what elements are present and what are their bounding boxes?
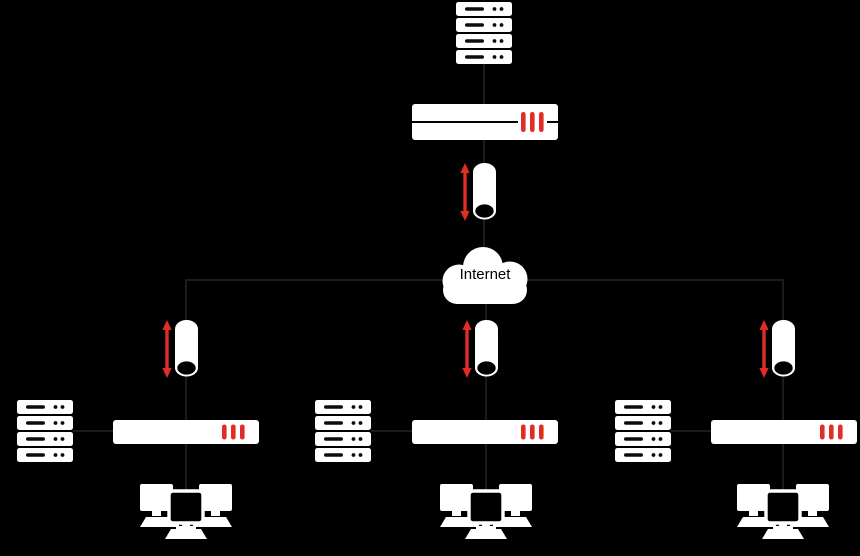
router-icon [411, 103, 559, 141]
server-stack-icon [615, 400, 671, 462]
router-icon [113, 420, 259, 444]
vpn-tunnel-icon [475, 320, 498, 377]
vpn-tunnel-icon [175, 320, 198, 377]
workstation-group-icon [735, 482, 831, 541]
server-stack-icon [315, 400, 371, 462]
bidirectional-arrow-icon [757, 318, 771, 380]
bidirectional-arrow-icon [458, 161, 472, 223]
router-icon [711, 420, 857, 444]
vpn-tunnel-icon [473, 163, 496, 220]
internet-cloud-icon [442, 247, 528, 304]
bidirectional-arrow-icon [460, 318, 474, 380]
router-icon [412, 420, 558, 444]
server-stack-icon [456, 2, 512, 64]
server-stack-icon [17, 400, 73, 462]
workstation-group-icon [138, 482, 234, 541]
vpn-tunnel-icon [772, 320, 795, 377]
bidirectional-arrow-icon [160, 318, 174, 380]
workstation-group-icon [438, 482, 534, 541]
